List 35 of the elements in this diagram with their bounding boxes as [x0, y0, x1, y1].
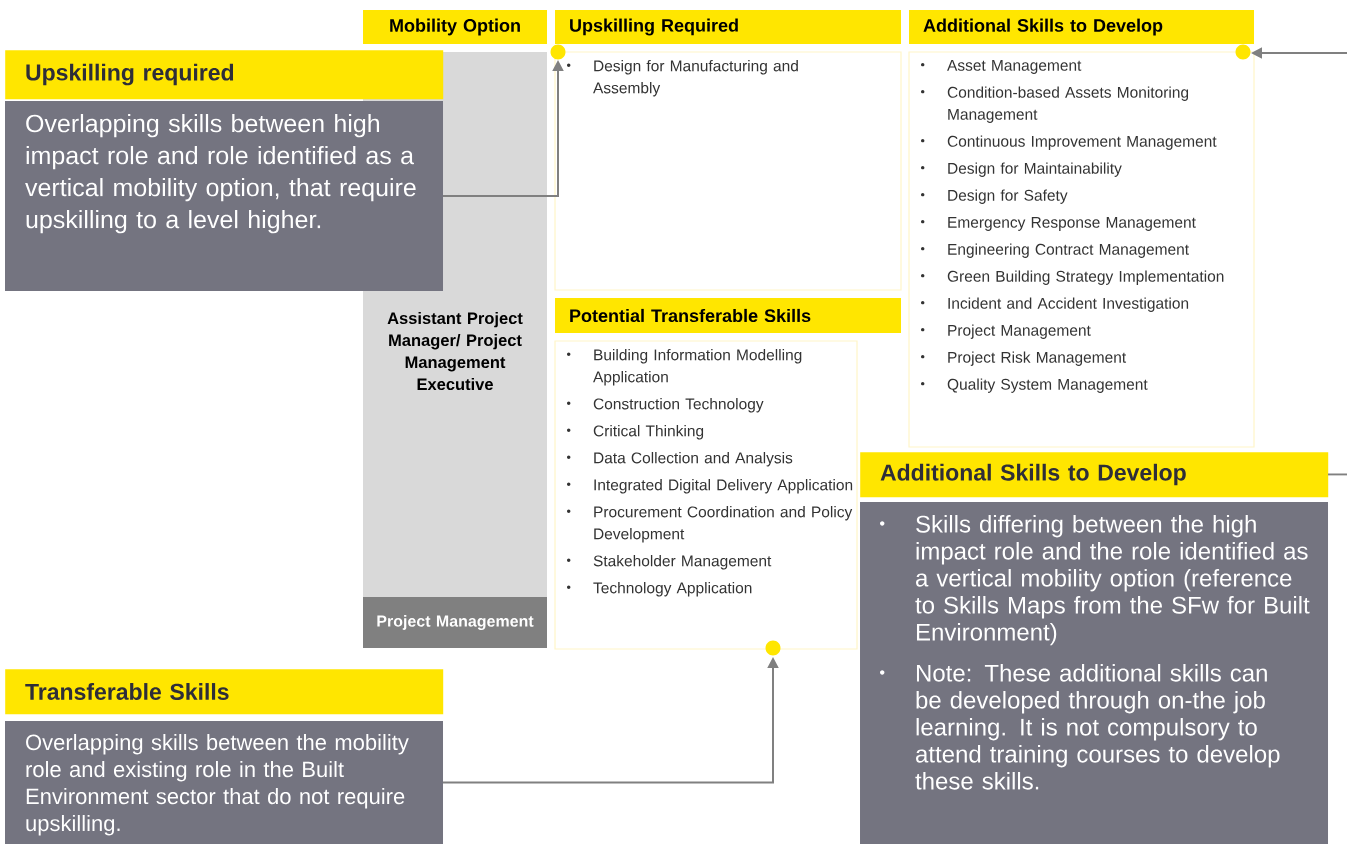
list-item: Procurement Coordination and Policy Development [594, 506, 853, 543]
list-item: Green Building Strategy Implementation [947, 270, 1224, 285]
list-item: Engineering Contract Management [948, 243, 1189, 258]
list-item: Emergency Response Management [948, 217, 1196, 231]
list-box [554, 340, 858, 650]
header-bar: Potential Transferable Skills [555, 298, 901, 333]
list-item: Continuous Improvement Management [947, 135, 1217, 150]
list-item: Critical Thinking [593, 425, 704, 440]
list-item: Design for Manufacturing and Assembly [593, 60, 798, 97]
list-item: Technology Application [593, 582, 752, 597]
list-box [908, 51, 1255, 448]
callout-heading: Additional Skills to Develop [860, 452, 1329, 498]
list-item: Integrated Digital Delivery Application [594, 479, 853, 494]
list-item: Design for Maintainability [948, 162, 1122, 177]
list-item: Construction Technology [593, 398, 764, 413]
list-item: Asset Management [947, 60, 1082, 74]
header-bar: Mobility Option [363, 10, 547, 44]
header-bar: Upskilling Required [555, 10, 901, 44]
list-item: Data Collection and Analysis [594, 452, 793, 467]
category-band: Project Management [363, 597, 547, 648]
callout-heading: Transferable Skills [5, 669, 444, 715]
list-item: Quality System Management [947, 378, 1148, 393]
list-item: Design for Safety [948, 189, 1068, 204]
list-item: Stakeholder Management [593, 555, 772, 570]
list-item: Note: These additional skills can be developed through on-the job learning. It is not compulsory to attend training courses to develop these skills. [915, 664, 1280, 790]
list-item: Skills differing between the high impact role and the role identified as a vertical mobility option (reference to Skills Maps from the SFw for Built Environment) [915, 515, 1310, 646]
callout-text: Overlapping skills between the mobility role and existing role in the Built Environment sector that do not require upskilling. [26, 734, 409, 836]
list-box [554, 51, 902, 291]
list-item: Incident and Accident Investigation [948, 297, 1189, 312]
list-item: Condition-based Assets Monitoring Management [947, 86, 1189, 123]
list-item: Project Risk Management [948, 351, 1127, 366]
list-item: Building Information Modelling Application [593, 349, 802, 386]
header-bar: Additional Skills to Develop [909, 10, 1254, 44]
list-item: Project Management [948, 324, 1091, 339]
callout-heading: Upskilling required [5, 50, 444, 100]
